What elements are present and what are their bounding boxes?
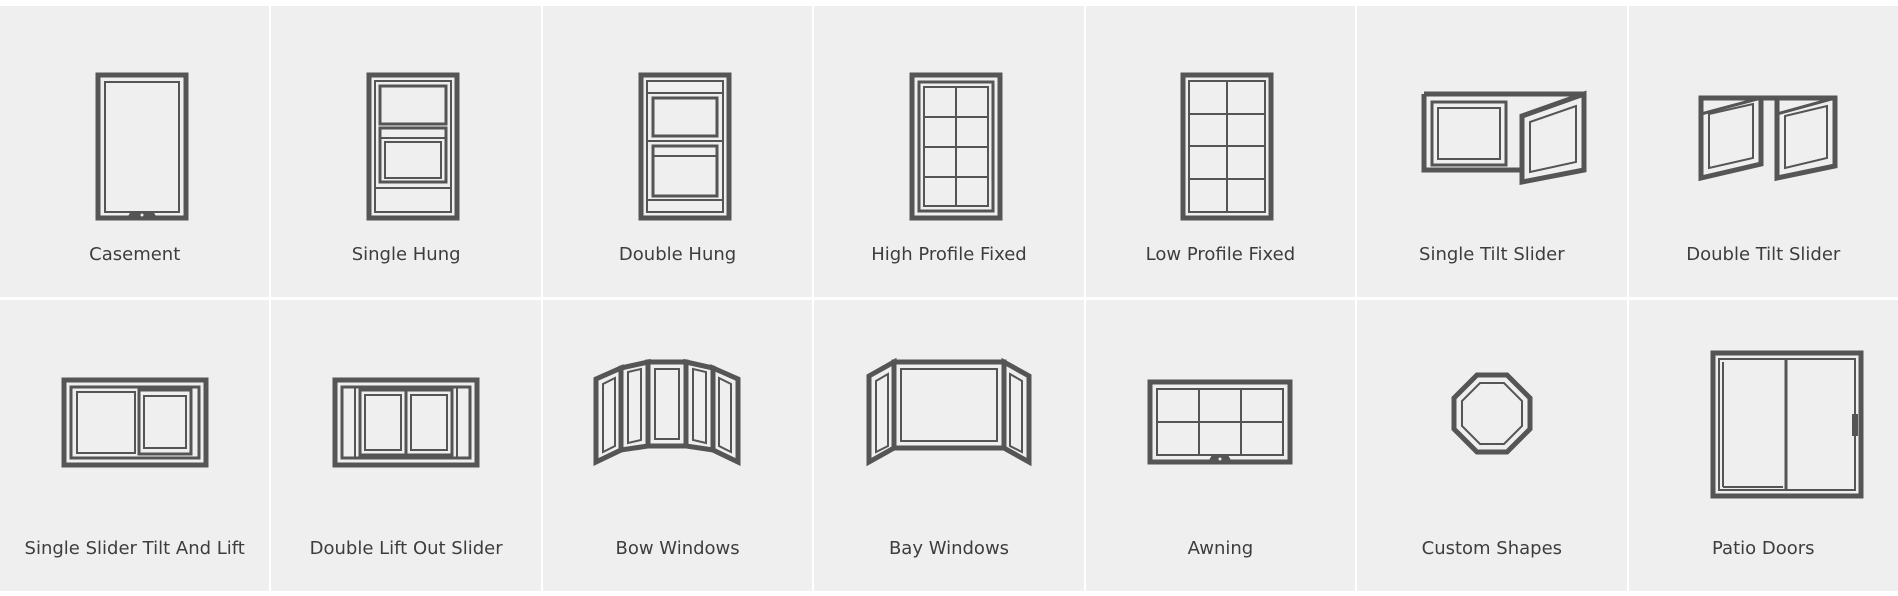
custom-shapes-window-icon bbox=[1382, 350, 1602, 520]
tile-double-lift-out-slider[interactable]: Double Lift Out Slider bbox=[271, 300, 541, 591]
patio-door-icon bbox=[1653, 350, 1873, 520]
tile-single-hung[interactable]: Single Hung bbox=[271, 6, 541, 297]
tile-label: Custom Shapes bbox=[1421, 538, 1563, 559]
tile-label: High Profile Fixed bbox=[871, 244, 1027, 265]
tile-double-hung[interactable]: Double Hung bbox=[542, 6, 813, 297]
bay-window-icon bbox=[839, 350, 1059, 520]
high-profile-fixed-window-icon bbox=[839, 58, 1059, 228]
tile-label: Casement bbox=[89, 244, 181, 265]
casement-window-icon bbox=[25, 58, 245, 228]
tile-label: Bow Windows bbox=[615, 538, 740, 559]
tile-casement[interactable]: Casement bbox=[0, 6, 270, 297]
tile-low-profile-fixed[interactable]: Low Profile Fixed bbox=[1085, 6, 1356, 297]
tile-bow-windows[interactable]: Bow Windows bbox=[542, 300, 813, 591]
tile-patio-doors[interactable]: Patio Doors bbox=[1628, 300, 1898, 591]
tile-label: Low Profile Fixed bbox=[1145, 244, 1296, 265]
tile-label: Single Tilt Slider bbox=[1419, 244, 1565, 265]
double-lift-out-slider-window-icon bbox=[296, 350, 516, 520]
single-slider-tilt-lift-window-icon bbox=[25, 350, 245, 520]
single-hung-window-icon bbox=[296, 58, 516, 228]
window-type-grid: Casement Single Hung bbox=[0, 6, 1898, 591]
tile-label: Bay Windows bbox=[888, 538, 1010, 559]
single-tilt-slider-window-icon bbox=[1382, 58, 1602, 228]
awning-window-icon bbox=[1110, 350, 1330, 520]
bow-window-icon bbox=[568, 350, 788, 520]
tile-label: Double Tilt Slider bbox=[1686, 244, 1841, 265]
tile-single-slider-tilt-and-lift[interactable]: Single Slider Tilt And Lift bbox=[0, 300, 270, 591]
low-profile-fixed-window-icon bbox=[1110, 58, 1330, 228]
tile-label: Single Slider Tilt And Lift bbox=[24, 538, 245, 559]
tile-label: Patio Doors bbox=[1712, 538, 1815, 559]
tile-label: Single Hung bbox=[351, 244, 461, 265]
tile-double-tilt-slider[interactable]: Double Tilt Slider bbox=[1628, 6, 1898, 297]
tile-single-tilt-slider[interactable]: Single Tilt Slider bbox=[1357, 6, 1627, 297]
tile-label: Awning bbox=[1187, 538, 1254, 559]
double-tilt-slider-window-icon bbox=[1653, 58, 1873, 228]
double-hung-window-icon bbox=[568, 58, 788, 228]
tile-label: Double Hung bbox=[618, 244, 737, 265]
tile-awning[interactable]: Awning bbox=[1085, 300, 1356, 591]
tile-label: Double Lift Out Slider bbox=[309, 538, 503, 559]
tile-custom-shapes[interactable]: Custom Shapes bbox=[1357, 300, 1627, 591]
tile-high-profile-fixed[interactable]: High Profile Fixed bbox=[814, 6, 1084, 297]
tile-bay-windows[interactable]: Bay Windows bbox=[814, 300, 1084, 591]
